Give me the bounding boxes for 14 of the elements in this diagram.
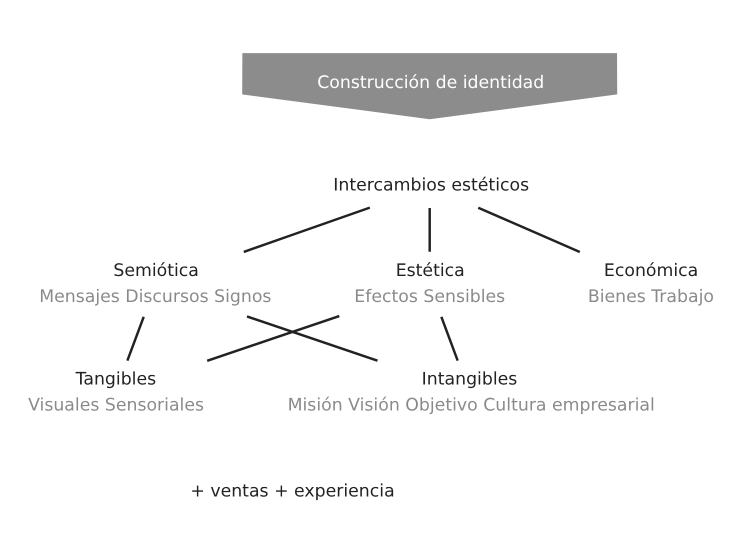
connector — [246, 314, 378, 362]
label: + ventas + experiencia — [190, 480, 395, 501]
node-text: Intercambios estéticos — [333, 175, 530, 196]
connector — [440, 316, 459, 361]
connector — [126, 316, 145, 361]
connector — [206, 314, 340, 362]
node-text: Intangibles Misión Visión Objetivo Cultura empresarial — [288, 369, 655, 415]
connector — [243, 206, 370, 253]
node-text: Estética Efectos Sensibles — [354, 260, 506, 306]
node-text: Económica Bienes Trabajo — [588, 260, 714, 306]
node-text: Semiótica Mensajes Discursos Signos — [39, 260, 272, 306]
node-text: Tangibles Visuales Sensoriales — [28, 369, 204, 415]
connector — [428, 207, 431, 252]
connector — [478, 206, 580, 253]
